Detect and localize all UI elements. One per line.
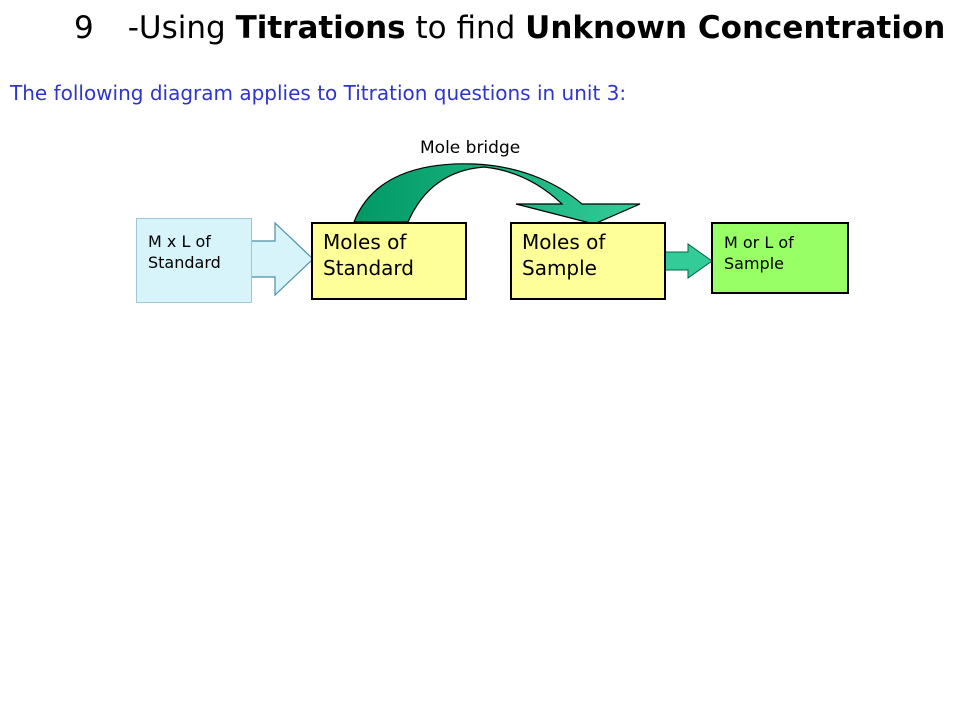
node-sample-volume-molarity-line2: Sample [724,253,784,273]
title-bold-unknown-concentration: Unknown Concentration [525,10,946,46]
mole-bridge-arrow [353,163,641,225]
title-part-2: to find [405,10,526,46]
node-moles-of-sample-line1: Moles of [522,230,606,254]
node-sample-volume-molarity: M or L of Sample [711,222,849,294]
page-title: 9 -Using Titrations to find Unknown Conce… [74,8,954,48]
node-moles-of-standard-line2: Standard [323,256,414,280]
title-number: 9 [74,10,94,46]
arrow-standard-to-moles [249,221,314,297]
arrow-sample-to-result [663,243,713,279]
node-moles-of-standard: Moles of Standard [311,222,467,300]
intro-text: The following diagram applies to Titrati… [10,81,627,105]
node-standard-volume-molarity-line2: Standard [148,252,221,272]
mole-bridge-label: Mole bridge [420,138,521,158]
title-bold-titrations: Titrations [235,10,406,46]
node-moles-of-standard-line1: Moles of [323,230,407,254]
node-standard-volume-molarity: M x L of Standard [136,218,252,303]
title-part-1: -Using [127,10,236,46]
node-standard-volume-molarity-line1: M x L of [148,232,211,251]
node-sample-volume-molarity-line1: M or L of [724,233,794,252]
node-moles-of-sample: Moles of Sample [510,222,666,300]
node-moles-of-sample-line2: Sample [522,256,597,280]
